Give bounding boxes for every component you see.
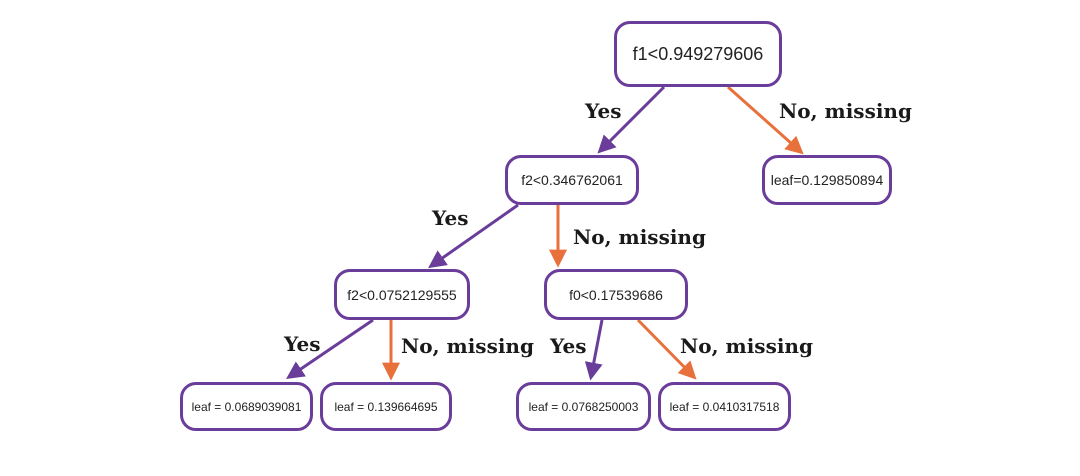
tree-node-f2-split-2: f2<0.0752129555 (334, 269, 470, 320)
node-label: f2<0.346762061 (521, 172, 623, 188)
edge-label-root-no: No, missing (779, 99, 912, 123)
node-label: f1<0.949279606 (632, 43, 764, 64)
node-label: leaf = 0.0689039081 (191, 399, 302, 414)
edge-label-n2-yes: Yes (284, 332, 321, 356)
edge-n3-no (636, 318, 697, 380)
tree-leaf-4: leaf = 0.0410317518 (658, 382, 791, 431)
edge-n2-yes (286, 318, 374, 380)
edge-n3-yes (584, 319, 604, 381)
edge-label-n3-yes: Yes (550, 334, 587, 358)
edge-root-no (727, 85, 804, 155)
edge-label-n1-no: No, missing (573, 225, 706, 249)
tree-leaf-root-no: leaf=0.129850894 (762, 155, 892, 205)
node-label: leaf=0.129850894 (770, 172, 884, 188)
tree-node-root: f1<0.949279606 (614, 21, 782, 87)
edge-n1-yes (428, 203, 519, 269)
node-label: f2<0.0752129555 (347, 286, 457, 303)
node-label: leaf = 0.0410317518 (669, 399, 780, 414)
tree-leaf-2: leaf = 0.139664695 (320, 382, 452, 431)
edge-label-n3-no: No, missing (680, 334, 813, 358)
node-label: f0<0.17539686 (569, 286, 663, 303)
tree-leaf-1: leaf = 0.0689039081 (180, 382, 313, 431)
node-label: leaf = 0.0768250003 (528, 399, 639, 414)
edge-label-root-yes: Yes (585, 99, 622, 123)
edge-root-yes (597, 85, 666, 154)
node-label: leaf = 0.139664695 (334, 399, 438, 414)
tree-leaf-3: leaf = 0.0768250003 (516, 382, 651, 431)
tree-node-f0-split: f0<0.17539686 (544, 269, 688, 320)
edge-label-n1-yes: Yes (432, 206, 469, 230)
tree-node-f2-split-1: f2<0.346762061 (505, 155, 639, 205)
edge-label-n2-no: No, missing (401, 334, 534, 358)
